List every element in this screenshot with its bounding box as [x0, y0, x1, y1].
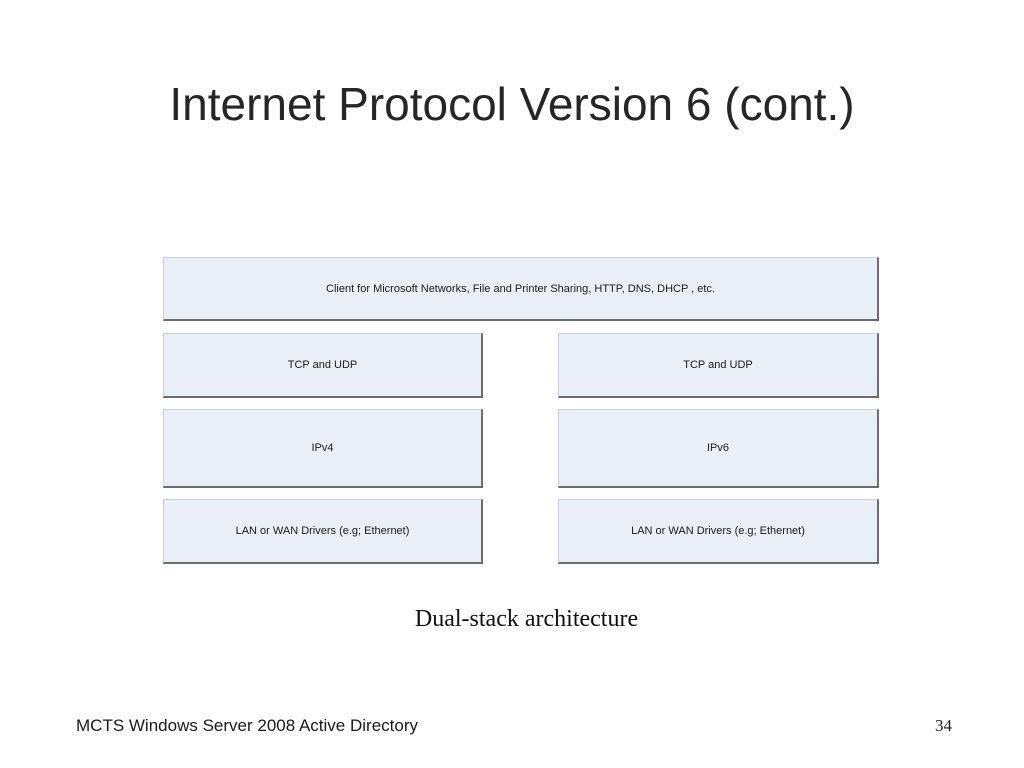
- ipv4-network-box: IPv4: [163, 409, 483, 488]
- page-number: 34: [935, 716, 952, 735]
- slide-title: Internet Protocol Version 6 (cont.): [169, 78, 855, 130]
- application-layer-box: Client for Microsoft Networks, File and …: [163, 257, 879, 321]
- footer-course-title: MCTS Windows Server 2008 Active Director…: [76, 716, 418, 735]
- ipv4-transport-box: TCP and UDP: [163, 333, 483, 398]
- diagram-caption: Dual-stack architecture: [414, 606, 639, 632]
- ipv6-drivers-box: LAN or WAN Drivers (e.g; Ethernet): [558, 499, 879, 564]
- ipv6-transport-box: TCP and UDP: [558, 333, 879, 398]
- ipv4-drivers-box: LAN or WAN Drivers (e.g; Ethernet): [163, 499, 483, 564]
- ipv6-network-box: IPv6: [558, 409, 879, 488]
